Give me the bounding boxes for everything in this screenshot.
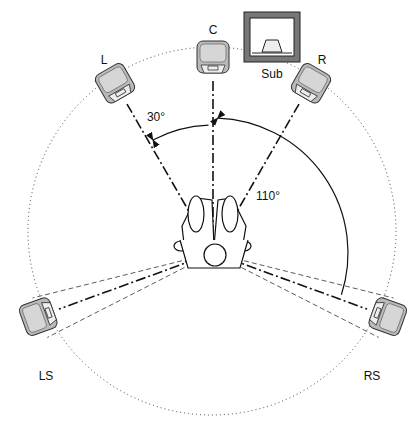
speaker-label: RS bbox=[364, 370, 381, 382]
listener-figure bbox=[174, 196, 251, 268]
speaker-label: LS bbox=[39, 370, 54, 382]
listening-circle bbox=[28, 47, 396, 415]
speaker-label: C bbox=[209, 24, 218, 36]
speaker-icon bbox=[197, 41, 229, 73]
speaker-label: Sub bbox=[261, 68, 282, 80]
angle-label: 110° bbox=[256, 190, 280, 202]
angle-label: 30° bbox=[147, 111, 165, 123]
speaker-icon bbox=[367, 296, 408, 337]
axis-line bbox=[126, 102, 213, 253]
speaker-icon bbox=[93, 61, 137, 105]
angle-arc bbox=[153, 125, 209, 140]
speaker-label: L bbox=[101, 54, 108, 66]
speaker-label: R bbox=[318, 54, 327, 66]
subwoofer-icon bbox=[244, 12, 300, 62]
speaker-icon bbox=[289, 61, 333, 105]
speaker-icon bbox=[18, 296, 59, 337]
